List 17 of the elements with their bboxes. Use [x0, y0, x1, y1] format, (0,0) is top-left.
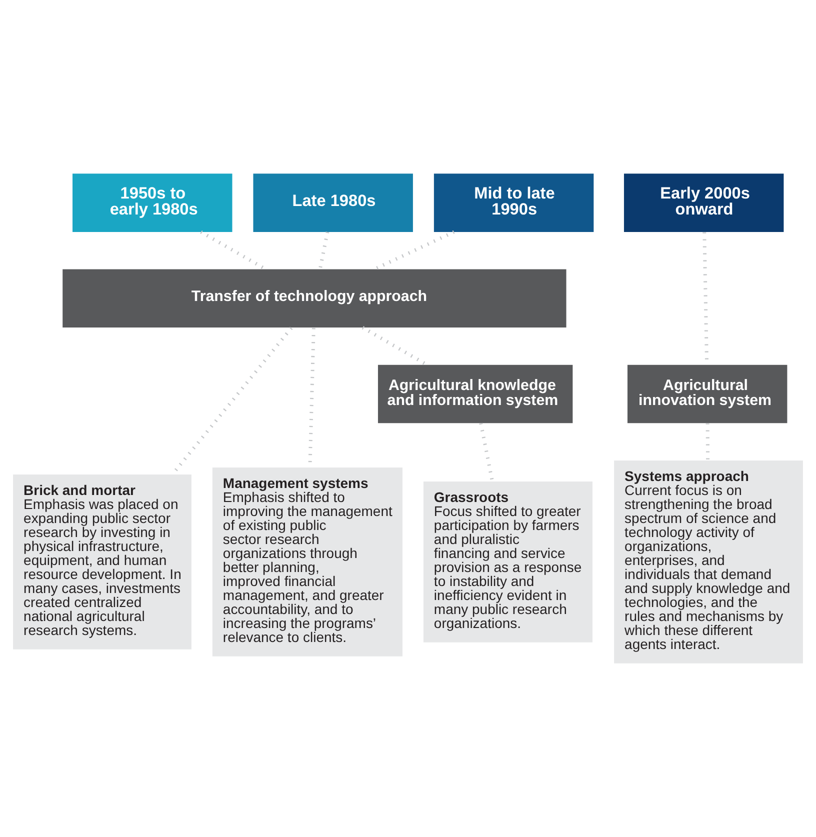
- node-box: Agricultural knowledge and information system: [378, 364, 573, 424]
- connector: [318, 232, 330, 270]
- connector: [374, 230, 455, 271]
- node-box: Grassroots Focus shifted to greater participation by farmers and pluralistic financing and service provision as a response to instability and inefficiency evident in many public research organizations.: [423, 481, 592, 642]
- connector: [200, 230, 266, 270]
- node-box: Management systems Emphasis shifted to improving the management of existing public sector research organizations through better planning, improved financial management, and greater accountability, and to increasing the programs’ relevance to clients.: [212, 467, 402, 656]
- node-box: Systems approach Current focus is on strengthening the broad spectrum of science and technology activity of organizations, enterprises, and individuals that demand and supply knowledge and technologies, and the rules and mechanisms by which these different agents interact.: [614, 460, 803, 664]
- node-box: Transfer of technology approach: [62, 269, 566, 328]
- node-box: 1950s to early 1980s: [72, 174, 232, 232]
- connector: [479, 422, 494, 482]
- node-box: Early 2000s onward: [624, 174, 784, 232]
- connector: [706, 423, 710, 460]
- node-box: Late 1980s: [253, 174, 413, 232]
- node-box: Mid to late 1990s: [434, 174, 594, 232]
- node-box: Agricultural innovation system: [627, 364, 788, 424]
- node-box: Brick and mortar Emphasis was placed on expanding public sector research by investing in physical infrastructure, equipment, and human resource development. In many cases, investments created centralized national agricultural research systems.: [13, 474, 192, 650]
- connector: [362, 326, 428, 366]
